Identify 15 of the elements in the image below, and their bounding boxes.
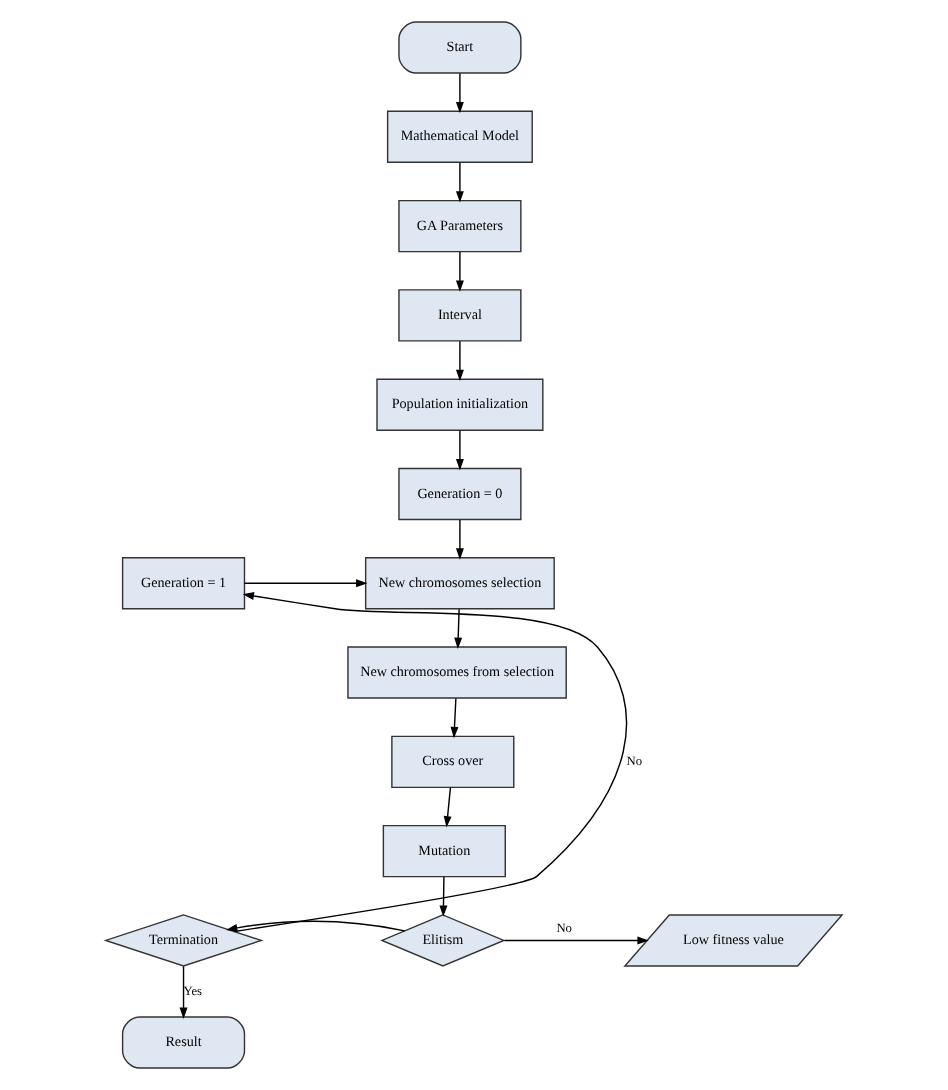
arrow (455, 251, 464, 292)
arrow (450, 697, 459, 739)
arrow (455, 340, 464, 382)
arrow (503, 936, 649, 945)
arrow (455, 162, 464, 203)
arrow (243, 579, 368, 588)
arrow (439, 876, 448, 917)
arrow (455, 519, 464, 560)
arrow (443, 787, 452, 828)
arrow (455, 72, 464, 114)
arrow (233, 592, 627, 933)
arrow (179, 965, 188, 1019)
arrow (455, 429, 464, 471)
arrow (226, 920, 406, 932)
arrow (454, 608, 463, 649)
